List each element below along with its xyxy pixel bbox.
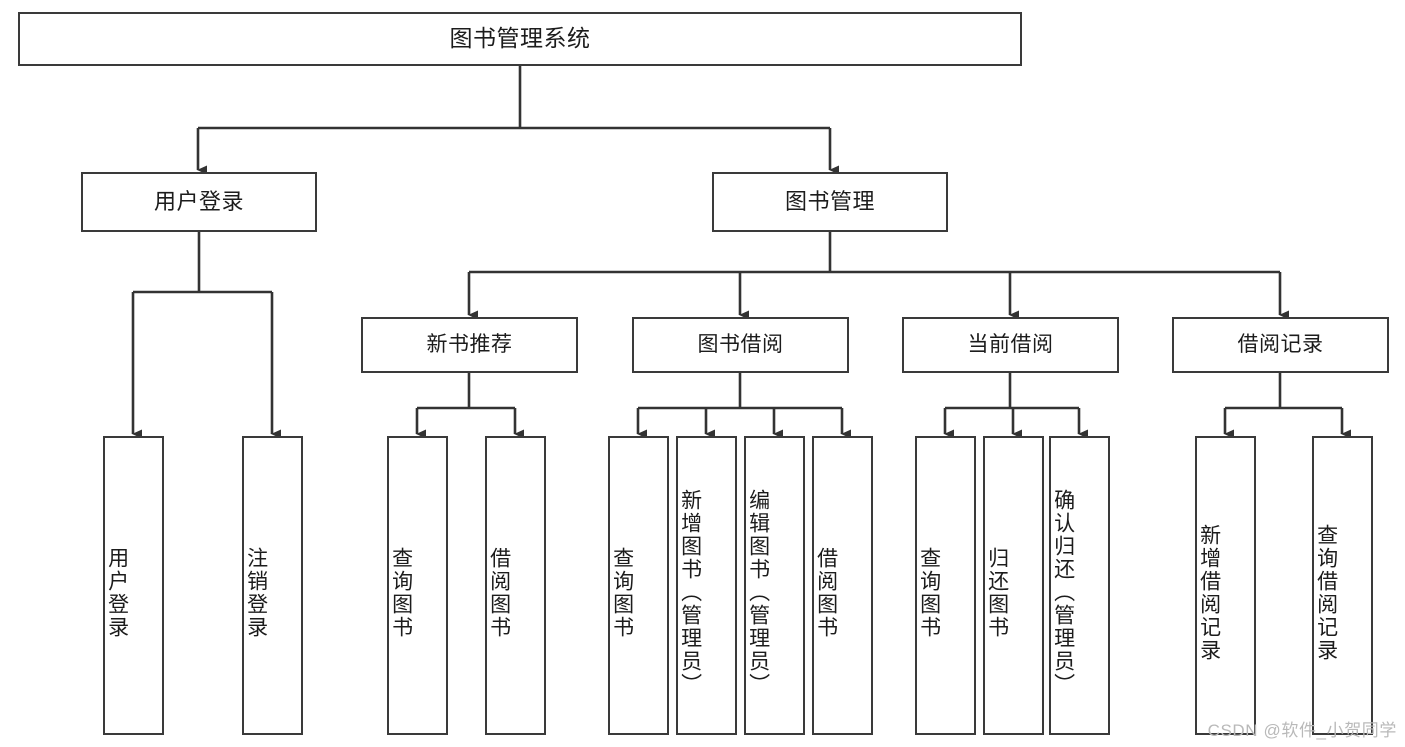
node-leaf-2[interactable]: 查询图书: [387, 436, 448, 735]
node-leaf-0[interactable]: 用户登录: [103, 436, 164, 735]
node-leaf-7-label: 借阅图书: [814, 546, 838, 639]
node-leaf-3[interactable]: 借阅图书: [485, 436, 546, 735]
node-leaf-6[interactable]: 编辑图书（管理员）: [744, 436, 805, 735]
node-leaf-9-label: 归还图书: [985, 546, 1009, 639]
node-leaf-5[interactable]: 新增图书（管理员）: [676, 436, 737, 735]
node-level2-0-label: 用户登录: [153, 189, 244, 215]
node-leaf-4-label: 查询图书: [610, 546, 634, 639]
node-leaf-0-label: 用户登录: [105, 546, 129, 639]
node-leaf-1[interactable]: 注销登录: [242, 436, 303, 735]
node-level3-0[interactable]: 新书推荐: [361, 317, 578, 373]
node-leaf-9[interactable]: 归还图书: [983, 436, 1044, 735]
node-root-system-label: 图书管理系统: [449, 25, 591, 52]
node-level3-1-label: 图书借阅: [697, 332, 784, 356]
node-leaf-1-label: 注销登录: [244, 546, 268, 639]
node-leaf-10[interactable]: 确认归还（管理员）: [1049, 436, 1110, 735]
node-leaf-8-label: 查询图书: [917, 546, 941, 639]
node-level3-3[interactable]: 借阅记录: [1172, 317, 1389, 373]
node-level2-1-label: 图书管理: [784, 189, 875, 215]
connector-layer: [131, 66, 1351, 439]
node-leaf-6-label: 编辑图书（管理员）: [746, 489, 770, 696]
node-leaf-7[interactable]: 借阅图书: [812, 436, 873, 735]
node-level3-0-label: 新书推荐: [426, 332, 513, 356]
node-leaf-2-label: 查询图书: [389, 546, 413, 639]
node-root-system[interactable]: 图书管理系统: [18, 12, 1022, 66]
node-leaf-10-label: 确认归还（管理员）: [1051, 489, 1075, 696]
node-leaf-12[interactable]: 查询借阅记录: [1312, 436, 1373, 735]
node-leaf-11-label: 新增借阅记录: [1197, 523, 1221, 662]
node-leaf-5-label: 新增图书（管理员）: [678, 489, 702, 696]
node-leaf-4[interactable]: 查询图书: [608, 436, 669, 735]
node-level3-1[interactable]: 图书借阅: [632, 317, 849, 373]
node-level2-0[interactable]: 用户登录: [81, 172, 317, 232]
node-leaf-8[interactable]: 查询图书: [915, 436, 976, 735]
node-leaf-12-label: 查询借阅记录: [1314, 523, 1338, 662]
node-level2-1[interactable]: 图书管理: [712, 172, 948, 232]
node-level3-3-label: 借阅记录: [1237, 332, 1324, 356]
node-level3-2[interactable]: 当前借阅: [902, 317, 1119, 373]
node-leaf-11[interactable]: 新增借阅记录: [1195, 436, 1256, 735]
node-leaf-3-label: 借阅图书: [487, 546, 511, 639]
node-level3-2-label: 当前借阅: [967, 332, 1054, 356]
